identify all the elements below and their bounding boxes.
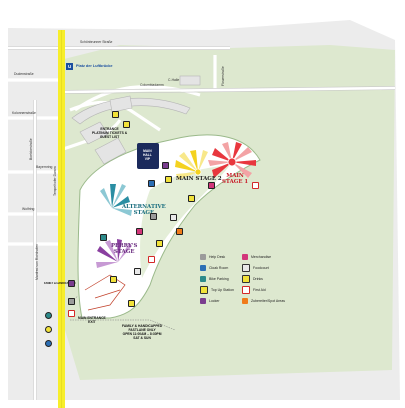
road-columbiadamm	[59, 86, 396, 94]
legend-item: Top Up Station	[200, 285, 234, 294]
ubahn-label: U	[68, 63, 72, 69]
main-hall-block	[137, 143, 159, 169]
street-columbiadamm: Columbiadamm	[140, 83, 164, 87]
road-network	[8, 46, 396, 400]
street-platz-der-luftbruecke: Platz der Luftbrücke	[76, 64, 113, 68]
legend-item: Help Desk	[200, 253, 225, 260]
first-aid-icon	[148, 256, 155, 263]
alternative-stage-area	[100, 184, 132, 216]
street-kolonnen: Kolonnenstraße	[12, 111, 36, 115]
legend-label: Help Desk	[209, 254, 226, 259]
street-tempelhofer-damm: Tempelhofer Damm	[53, 166, 57, 196]
street-schoenbrunner: Schönbrunner Straße	[80, 40, 113, 44]
first-aid-icon	[252, 182, 259, 189]
top-up-icon	[156, 240, 163, 247]
legend-item: Foodcourt	[242, 263, 269, 272]
street-dudenstrasse: Dudenstraße	[14, 72, 34, 76]
top-up-icon	[123, 121, 130, 128]
main-stage-1-fan	[212, 162, 232, 178]
legend-item: Merchandise	[242, 253, 271, 260]
alternative-stage-label: ALTERNATIVE STAGE	[122, 204, 166, 216]
legend-label: Top Up Station	[211, 287, 234, 292]
legend-label: Cloak Room	[209, 265, 229, 270]
perry-stage-area	[96, 239, 132, 268]
entrance-platinum-label: ENTRANCE PLATINUM TICKETS & GUEST LIST	[92, 127, 128, 140]
street-flower: Flowerstraße	[221, 66, 225, 86]
cloak-room-icon	[200, 264, 206, 271]
road-edges	[8, 46, 396, 400]
top-up-icon	[110, 276, 117, 283]
legend-label: Zubereiter/Spot Areas	[251, 298, 286, 303]
locker-icon	[200, 297, 206, 304]
cloak-room-icon	[148, 180, 155, 187]
locker-icon	[68, 280, 75, 287]
main-entrance-label: MAIN ENTRANCE EXIT	[78, 316, 106, 325]
road-terminal	[74, 85, 201, 112]
bike-parking-icon	[100, 234, 107, 241]
legend-item: Locker	[200, 297, 220, 304]
bike-parking-icon	[45, 312, 52, 319]
legend-label: First Aid	[253, 287, 266, 292]
first-aid-icon	[242, 285, 250, 294]
locker-icon	[162, 162, 169, 169]
walking-paths	[84, 274, 126, 311]
family-entrance-label: FAMILY & HANDICAPPED FASTLANE ONLY OPEN …	[122, 324, 163, 341]
bike-parking-icon	[200, 275, 206, 282]
legend-label: Merchandise	[251, 254, 272, 259]
drinks-icon	[242, 274, 250, 283]
main-stage-1-area	[208, 142, 256, 178]
legend-label: Foodcourt	[253, 265, 269, 270]
legend-item: Zubereiter/Spot Areas	[242, 297, 285, 304]
merchandise-icon	[208, 182, 215, 189]
top-up-icon	[112, 111, 119, 118]
help-desk-icon	[200, 253, 206, 260]
c-halle-label: C-Halle	[168, 78, 180, 82]
legend-item: First Aid	[242, 285, 266, 294]
main-hall-label: MAIN HALL VIP	[143, 149, 152, 162]
family-left-label: FAMILY & HANDICAPPED	[44, 282, 76, 285]
perry-stage-label: PERRY'S STAGE	[111, 243, 138, 255]
legend-item: Bike Parking	[200, 275, 229, 282]
legend-label: Bike Parking	[209, 276, 229, 281]
main-stage-2-area	[175, 150, 208, 180]
zubereiter-icon	[242, 297, 248, 304]
area-inner-green	[140, 165, 230, 278]
drinks-icon	[45, 326, 52, 333]
help-desk-icon	[150, 213, 157, 220]
zubereiter-icon	[176, 228, 183, 235]
top-up-icon	[200, 285, 208, 294]
terminal-buildings	[71, 75, 201, 165]
legend-label: Drinks	[253, 276, 263, 281]
ubahn-icon	[66, 63, 73, 70]
merchandise-icon	[242, 253, 248, 260]
drinks-icon	[188, 195, 195, 202]
top-up-icon	[128, 300, 135, 307]
legend-item: Drinks	[242, 274, 263, 283]
foodcourt-icon	[170, 214, 177, 221]
legend-item: Cloak Room	[200, 264, 228, 271]
main-stage-1-label: MAIN STAGE 1	[222, 173, 249, 185]
street-wolfring: Wolfring	[22, 207, 35, 211]
cloak-room-icon	[45, 340, 52, 347]
foodcourt-icon	[134, 268, 141, 275]
street-boelcke: Boelckestraße	[29, 138, 33, 160]
street-bayernring: Bayernring	[36, 165, 53, 169]
merchandise-icon	[136, 228, 143, 235]
main-stage-2-label: MAIN STAGE 2	[176, 176, 222, 182]
top-up-icon	[165, 176, 172, 183]
legend-label: Locker	[209, 298, 220, 303]
street-manfred: Manfred von Richthofen	[35, 244, 39, 280]
help-desk-icon	[68, 298, 75, 305]
first-aid-icon	[68, 310, 75, 317]
foodcourt-icon	[242, 263, 250, 272]
